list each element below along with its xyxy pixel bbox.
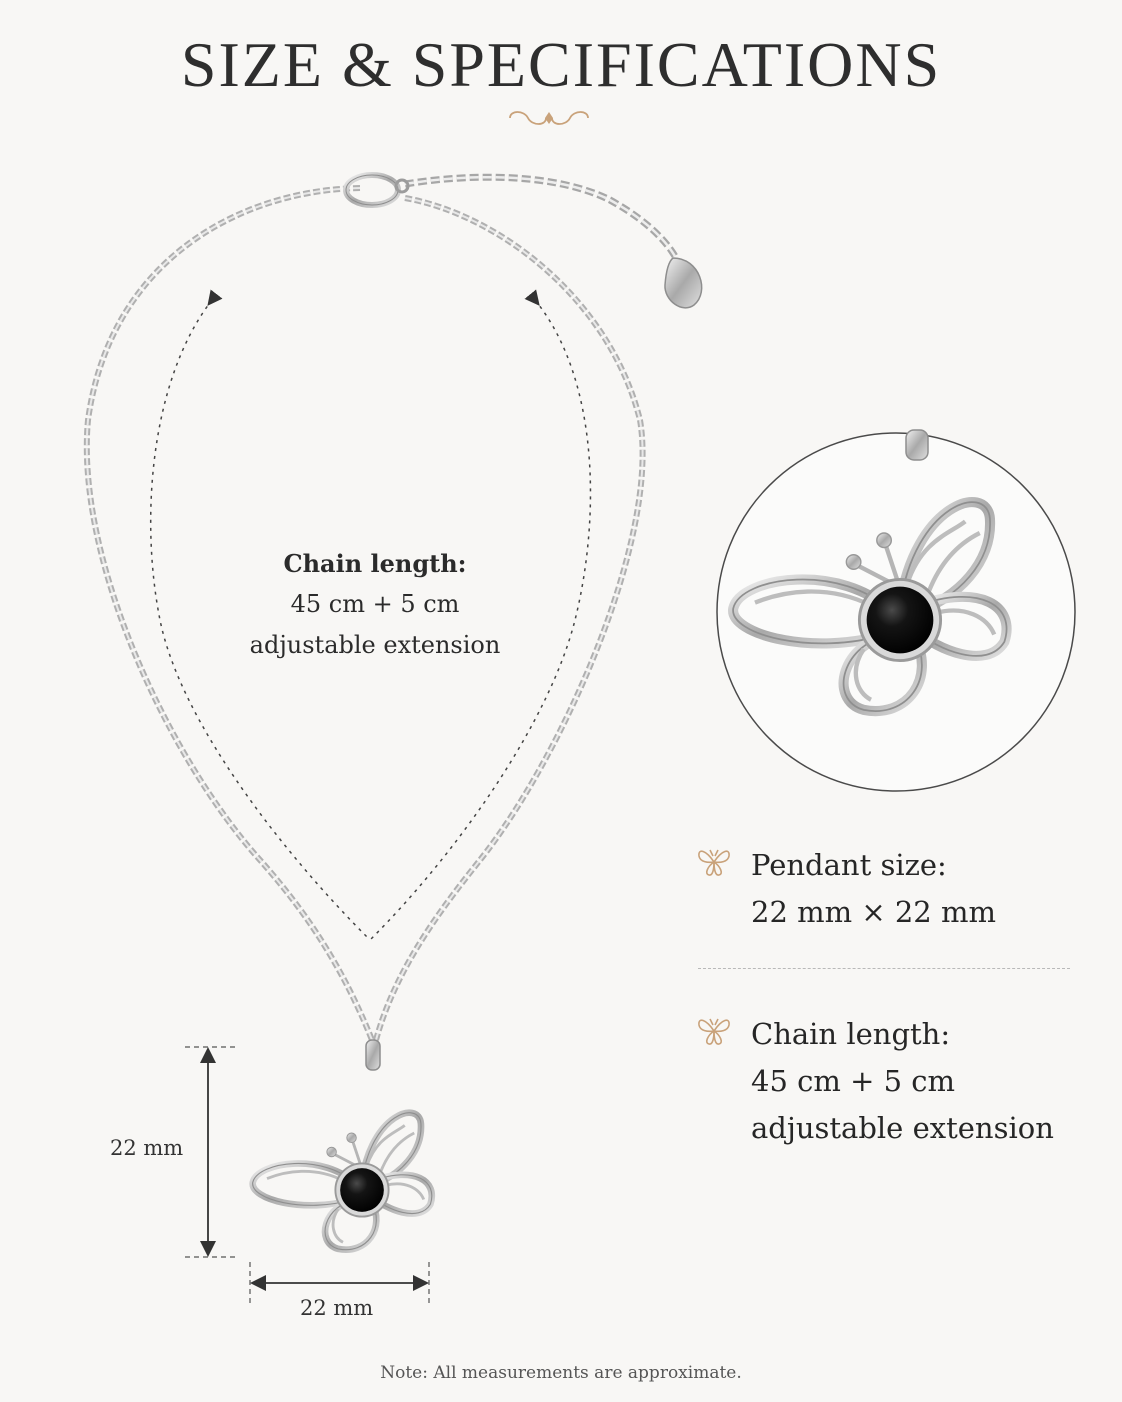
title-ornament <box>335 111 760 125</box>
butterfly-icon <box>698 1018 730 1045</box>
page-title: SIZE & SPECIFICATIONS <box>180 29 942 100</box>
spec-pendant-size-value: 22 mm × 22 mm <box>751 895 996 929</box>
spec-chain-length: Chain length: 45 cm + 5 cm adjustable ex… <box>696 1011 1096 1161</box>
disclaimer-note: Note: All measurements are approximate. <box>380 1363 742 1383</box>
pendant-height-label: 22 mm <box>110 1136 184 1160</box>
spec-chain-length-value: 45 cm + 5 cm <box>751 1064 956 1098</box>
chain-length-callout-value: 45 cm + 5 cm <box>290 590 460 618</box>
spec-pendant-size: Pendant size: 22 mm × 22 mm <box>696 842 1096 942</box>
pendant-width-label: 22 mm <box>300 1296 374 1320</box>
spec-chain-length-label: Chain length: <box>751 1017 951 1051</box>
chain-length-callout-label: Chain length: <box>283 549 467 578</box>
chain-length-callout-extension: adjustable extension <box>249 631 501 659</box>
spec-pendant-size-label: Pendant size: <box>751 848 947 882</box>
butterfly-icon <box>698 849 730 876</box>
chain-length-callout: Chain length: 45 cm + 5 cm adjustable ex… <box>215 543 535 666</box>
spec-chain-length-extension: adjustable extension <box>751 1111 1054 1145</box>
spec-divider <box>698 968 1070 969</box>
